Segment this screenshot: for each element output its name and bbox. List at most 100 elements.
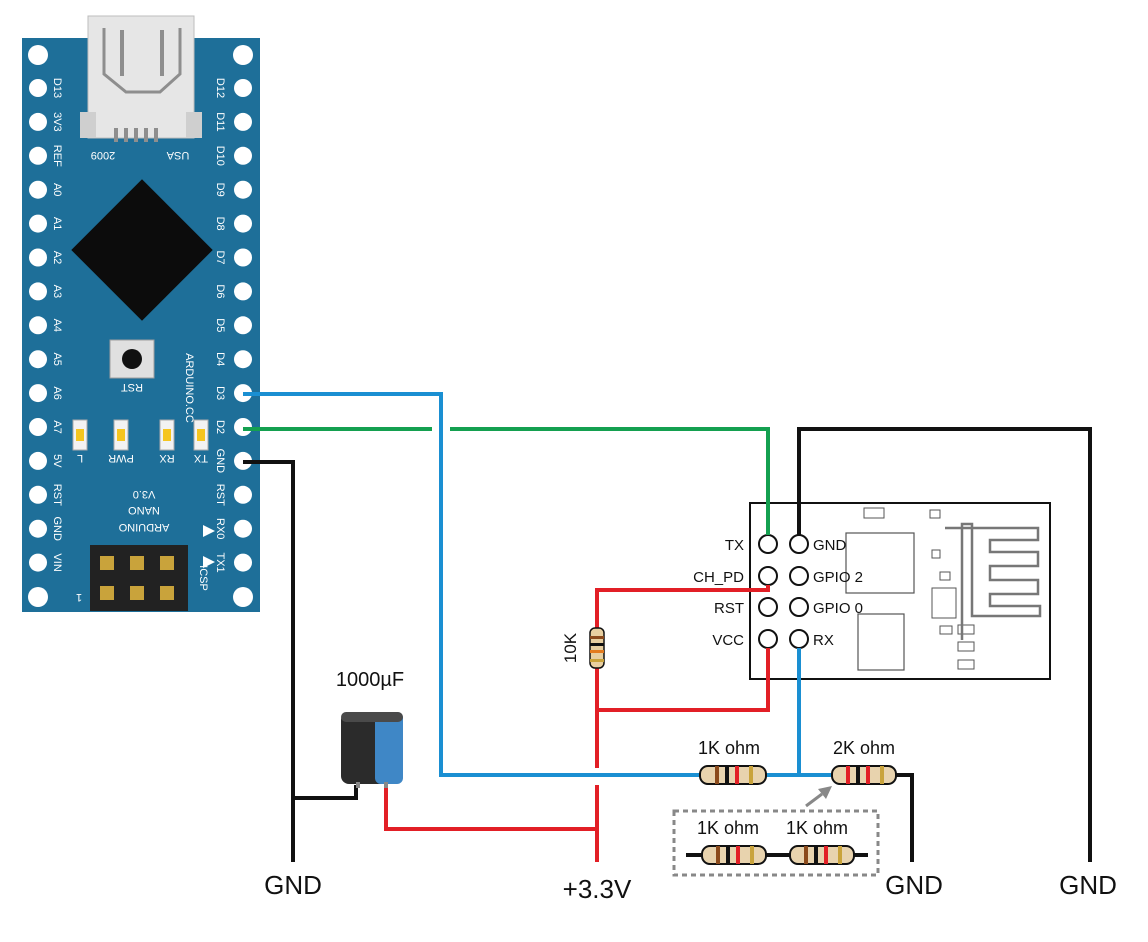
pin-label-left: A3 xyxy=(51,285,63,298)
pin-label-right: D12 xyxy=(214,78,226,98)
esp-label-rst: RST xyxy=(714,600,744,617)
wire-divider-gnd xyxy=(896,773,914,862)
pin-pad-left xyxy=(29,451,47,470)
esp-label-gpio2: GPIO 2 xyxy=(813,569,863,586)
led-label-l: L xyxy=(77,452,83,464)
pin-label-right: D10 xyxy=(214,146,226,166)
esp-label-gnd: GND xyxy=(813,537,847,554)
pcb-antenna xyxy=(945,522,1042,640)
pin-label-left: A0 xyxy=(51,183,63,196)
wire-d3 xyxy=(243,392,700,777)
year-text: 2009 xyxy=(91,149,115,161)
esp-label-tx: TX xyxy=(725,537,744,554)
icsp-pin1-label: 1 xyxy=(76,591,82,603)
pin-pad-right xyxy=(234,553,252,572)
r4-label: 1K ohm xyxy=(786,818,848,838)
pin-label-right: D3 xyxy=(214,386,226,400)
esp-pin-tx xyxy=(758,534,778,554)
led-label-tx: TX xyxy=(193,452,208,464)
wire-cap-negative xyxy=(293,785,358,800)
pin-pad-left xyxy=(29,180,47,199)
usb-text: USA xyxy=(166,149,189,161)
arrow-head-icon xyxy=(818,786,832,799)
gnd-label-left: GND xyxy=(264,870,322,900)
resistor-10k xyxy=(589,627,605,669)
vcc-label: +3.3V xyxy=(563,874,632,904)
pin-label-right: TX1 xyxy=(214,553,226,573)
pin-pad-left xyxy=(29,214,47,233)
capacitor-label: 1000µF xyxy=(336,669,404,691)
wire-esp-gnd xyxy=(797,427,1092,862)
icsp-header xyxy=(90,545,188,611)
brand-vertical-text: ARDUINO.CC xyxy=(183,353,195,423)
pin-pad-right xyxy=(234,350,252,369)
pin-label-right: D2 xyxy=(214,420,226,434)
gnd-label-mid: GND xyxy=(885,870,943,900)
pin-label-left: 3V3 xyxy=(51,112,63,132)
pin-label-right: D9 xyxy=(214,183,226,197)
pin-pad-left xyxy=(29,248,47,267)
resistor-1k-a xyxy=(699,765,767,785)
pin-label-right: D7 xyxy=(214,250,226,264)
esp-pin-rx xyxy=(789,629,809,649)
model-line-2: NANO xyxy=(128,504,160,516)
esp-pin-vcc xyxy=(758,629,778,649)
alternative-resistor-box xyxy=(672,809,880,877)
status-leds xyxy=(72,419,209,451)
resistor-1k-b xyxy=(701,845,767,865)
pin-pad-right xyxy=(234,79,252,97)
mounting-hole xyxy=(28,45,48,65)
wire-arduino-gnd xyxy=(243,460,295,862)
mounting-hole xyxy=(28,587,48,607)
esp-label-rx: RX xyxy=(813,632,834,649)
pin-pad-left xyxy=(29,112,47,131)
pin-label-left: 5V xyxy=(51,454,63,468)
pin-pad-left xyxy=(29,146,47,165)
pin-pad-left xyxy=(29,79,47,97)
pin-label-right: D6 xyxy=(214,284,226,298)
pin-pad-right xyxy=(234,282,252,301)
pin-pad-right xyxy=(234,180,252,199)
arduino-nano-board: USA 2009 RST ARDUINO.CC L PWR RX TX V3.0… xyxy=(22,15,260,612)
pin-label-right: D5 xyxy=(214,318,226,332)
pin-pad-left xyxy=(29,519,47,538)
pin-label-left: A7 xyxy=(51,420,63,433)
icsp-label: ICSP xyxy=(197,565,209,591)
esp-pin-gpio0 xyxy=(789,597,809,617)
pin-label-right: RST xyxy=(214,484,226,506)
resistor-2k xyxy=(831,765,897,785)
pin-label-left: REF xyxy=(51,145,63,167)
pin-label-right: GND xyxy=(214,449,226,474)
pin-pad-right xyxy=(234,214,252,233)
pin-label-right: D8 xyxy=(214,217,226,231)
usb-connector xyxy=(80,15,202,142)
mounting-hole xyxy=(233,587,253,607)
esp-pin-rst xyxy=(758,597,778,617)
wire-d2-b xyxy=(450,427,770,535)
esp-pin-gnd xyxy=(789,534,809,554)
pin-pad-right xyxy=(234,316,252,335)
pin-pad-right xyxy=(234,485,252,504)
r3-label: 1K ohm xyxy=(697,818,759,838)
pin-pad-left xyxy=(29,316,47,335)
led-label-rx: RX xyxy=(159,452,175,464)
r2-label: 2K ohm xyxy=(833,738,895,758)
r1-label: 1K ohm xyxy=(698,738,760,758)
pin-pad-right xyxy=(234,112,252,131)
pin-pad-left xyxy=(29,384,47,403)
reset-button xyxy=(109,339,155,379)
pin-pad-right xyxy=(234,248,252,267)
pin-label-left: RST xyxy=(51,484,63,506)
esp-label-gpio0: GPIO 0 xyxy=(813,600,863,617)
tx-arrow-icon xyxy=(203,556,215,568)
pin-pad-left xyxy=(29,418,47,436)
mounting-hole xyxy=(233,45,253,65)
esp-label-vcc: VCC xyxy=(712,632,744,649)
pullup-label: 10K xyxy=(561,632,580,663)
model-line-1: ARDUINO xyxy=(118,521,169,533)
pin-pad-right xyxy=(234,146,252,165)
pin-label-left: A6 xyxy=(51,386,63,399)
wire-vcc xyxy=(595,648,770,712)
